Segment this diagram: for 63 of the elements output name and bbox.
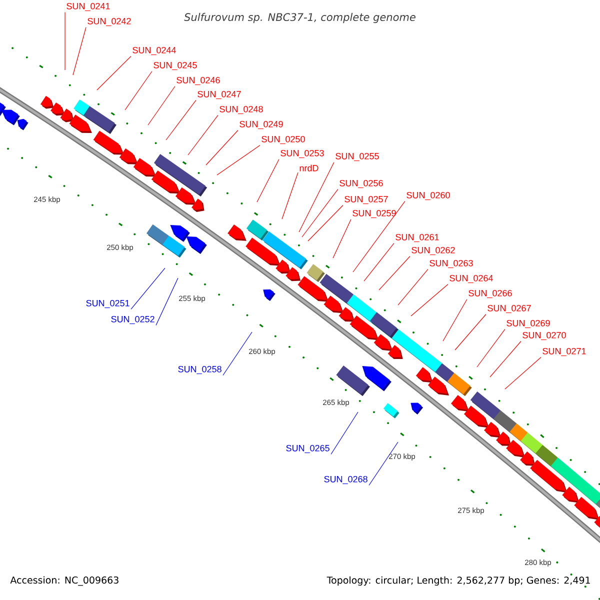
gene-label: SUN_0263 [430, 260, 473, 268]
leader-line [398, 268, 428, 306]
gene-label: SUN_0246 [176, 76, 220, 86]
accession-text: Accession: NC_009663 [10, 576, 118, 586]
leader-line [378, 256, 410, 290]
leader-line [454, 314, 486, 350]
title: Sulfurovum sp. NBC37-1, complete genome [184, 12, 416, 24]
gene-label: SUN_0255 [336, 152, 379, 162]
leader-line [352, 200, 406, 272]
leader-line [256, 158, 280, 202]
leader-line [166, 100, 196, 140]
gene-label: nrdD [300, 164, 318, 172]
leader-line [302, 188, 338, 238]
gene-label: SUN_0251 [86, 300, 130, 308]
leader-line [368, 442, 398, 486]
leader-line [442, 298, 468, 342]
leader-line [222, 332, 252, 376]
gene-label: SUN_0270 [522, 332, 566, 340]
gene-label: SUN_0248 [220, 106, 263, 114]
leader-line [206, 130, 238, 166]
leader-line [332, 218, 352, 258]
gene-label: SUN_0258 [178, 366, 222, 374]
gene-label: SUN_0269 [506, 320, 550, 328]
gene-label: SUN_0265 [286, 444, 330, 454]
gene-label: SUN_0241 [66, 2, 110, 12]
leader-line [364, 242, 394, 282]
gene-label: SUN_0259 [352, 210, 396, 218]
leader-line [490, 340, 522, 378]
gene-label: SUN_0249 [240, 120, 283, 130]
leader-line [298, 162, 334, 232]
gene-label: SUN_0260 [406, 192, 450, 200]
gene-label: SUN_0261 [396, 234, 439, 242]
leader-line [504, 356, 542, 390]
leader-line [64, 12, 66, 70]
gene-label: SUN_0264 [450, 274, 493, 284]
leader-line [124, 70, 152, 110]
leader-line [96, 56, 132, 90]
leader-line [216, 144, 260, 176]
gene-label: SUN_0257 [344, 196, 388, 204]
gene-label: SUN_0250 [262, 136, 305, 144]
gene-label: SUN_0244 [132, 46, 176, 56]
gene-label: SUN_0256 [340, 180, 383, 188]
gene-label: SUN_0252 [111, 316, 154, 324]
gene-label: SUN_0271 [542, 348, 586, 356]
leader-line [282, 172, 298, 220]
gene-label: SUN_0268 [324, 476, 368, 484]
leader-line [308, 204, 344, 242]
gene-label: SUN_0247 [198, 90, 241, 100]
leader-line [330, 412, 358, 455]
gene-label: SUN_0242 [88, 18, 131, 26]
leader-line [476, 328, 506, 368]
gene-label: SUN_0245 [154, 62, 197, 70]
gene-label: SUN_0253 [280, 150, 324, 158]
gene-label: SUN_0266 [468, 290, 512, 298]
gene-label: SUN_0267 [488, 304, 531, 314]
leader-line [148, 86, 176, 126]
leader-line [188, 114, 218, 156]
gene-label: SUN_0262 [412, 246, 455, 256]
genome-info-text: Topology: circular; Length: 2,562,277 bp; Genes: 2,491 [326, 576, 590, 586]
leader-line [130, 268, 166, 310]
leader-line [410, 284, 448, 316]
leader-line [156, 278, 178, 326]
leader-line [72, 26, 86, 76]
